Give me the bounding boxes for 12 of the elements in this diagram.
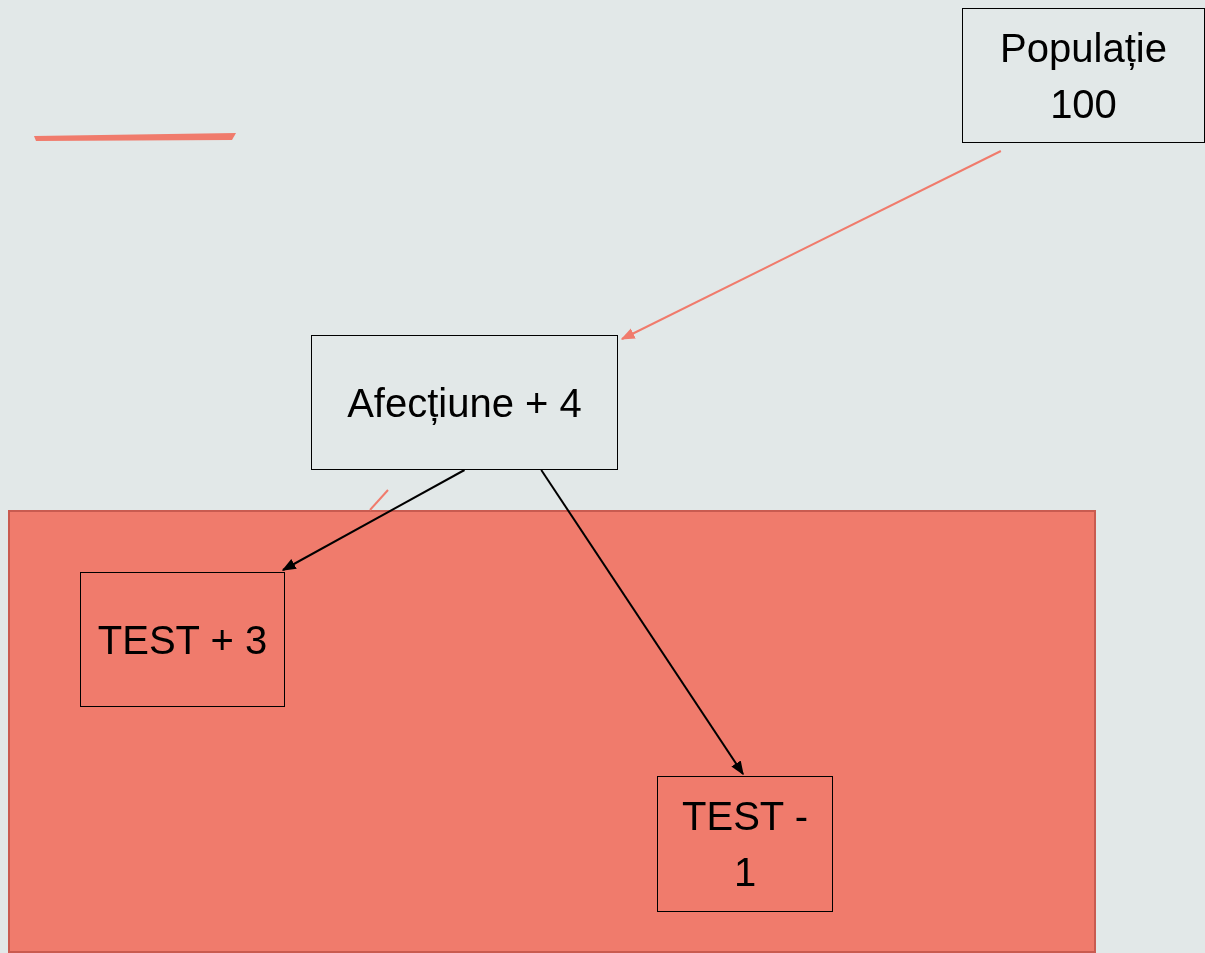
- node-label: Populație 100: [999, 24, 1168, 128]
- arrow: [540, 469, 744, 776]
- arrow: [620, 150, 1002, 340]
- highlight-band: [8, 510, 1096, 953]
- process-box: [80, 572, 285, 707]
- arrow: [281, 469, 466, 571]
- node-label: Afecțiune + 4: [347, 379, 582, 427]
- process-box: [657, 776, 833, 912]
- process-box: [311, 335, 618, 470]
- node-label: TEST - 1: [681, 793, 809, 896]
- process-box: [962, 8, 1205, 143]
- node-label: TEST + 3: [97, 616, 268, 664]
